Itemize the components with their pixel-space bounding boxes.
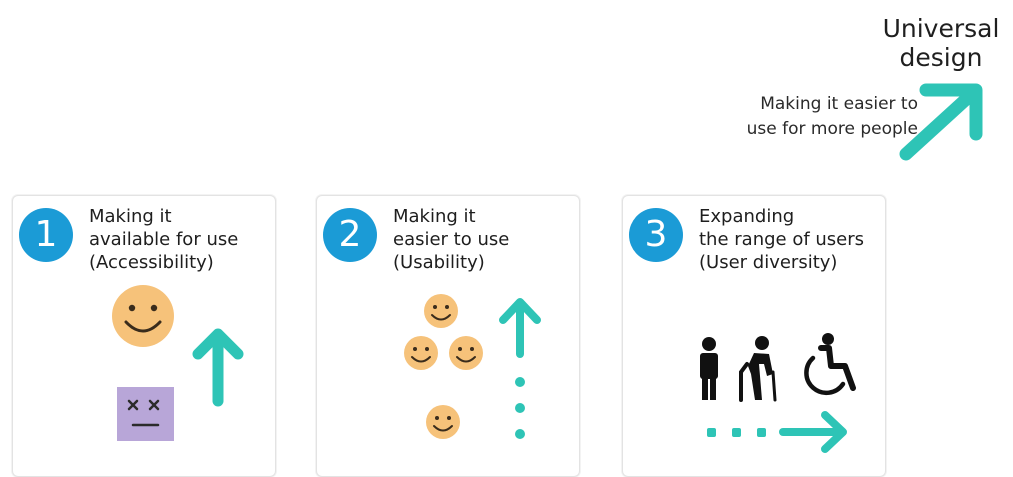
accessibility-illustration	[112, 285, 244, 441]
subtitle-line-2: use for more people	[746, 119, 918, 139]
person-icon	[700, 337, 718, 400]
sad-face-icon	[117, 387, 174, 441]
card-label-line: easier to use	[393, 229, 510, 250]
title-line-2: design	[899, 43, 983, 72]
card-usability: 2 Making it easier to use (Usability)	[316, 195, 580, 477]
card-label-line: (Accessibility)	[89, 252, 214, 273]
card-label-line: Making it	[89, 206, 172, 227]
wheelchair-icon	[804, 333, 856, 396]
dotted-trail	[707, 428, 766, 437]
card-label-line: available for use	[89, 229, 239, 250]
up-arrow-icon	[499, 298, 541, 358]
dotted-trail	[515, 377, 525, 439]
card-label-line: (User diversity)	[699, 252, 838, 273]
card-label: Making it easier to use (Usability)	[393, 205, 583, 274]
card-user-diversity: 3 Expanding the range of users (User div…	[622, 195, 886, 477]
smiley-face-icon	[448, 335, 484, 371]
card-label-line: Making it	[393, 206, 476, 227]
diagonal-arrow-icon	[899, 83, 983, 161]
step-number-badge: 2	[323, 208, 377, 262]
page-title: Universal design	[882, 14, 1000, 72]
card-label: Expanding the range of users (User diver…	[699, 205, 889, 274]
smiley-face-icon	[425, 404, 461, 440]
up-arrow-icon	[192, 328, 244, 407]
card-label-line: the range of users	[699, 229, 865, 250]
step-number-badge: 3	[629, 208, 683, 262]
step-number-badge: 1	[19, 208, 73, 262]
usability-illustration	[403, 293, 541, 440]
title-line-1: Universal	[882, 14, 1000, 43]
elderly-person-icon	[739, 336, 777, 402]
user-diversity-illustration	[700, 333, 856, 453]
smiley-face-icon	[112, 285, 174, 347]
card-label-line: Expanding	[699, 206, 795, 227]
subtitle: Making it easier to use for more people	[706, 92, 918, 142]
card-label: Making it available for use (Accessibili…	[89, 205, 279, 274]
right-arrow-icon	[779, 411, 847, 453]
subtitle-line-1: Making it easier to	[760, 94, 918, 114]
card-accessibility: 1 Making it available for use (Accessibi…	[12, 195, 276, 477]
smiley-face-icon	[403, 335, 439, 371]
smiley-face-icon	[423, 293, 459, 329]
card-label-line: (Usability)	[393, 252, 485, 273]
